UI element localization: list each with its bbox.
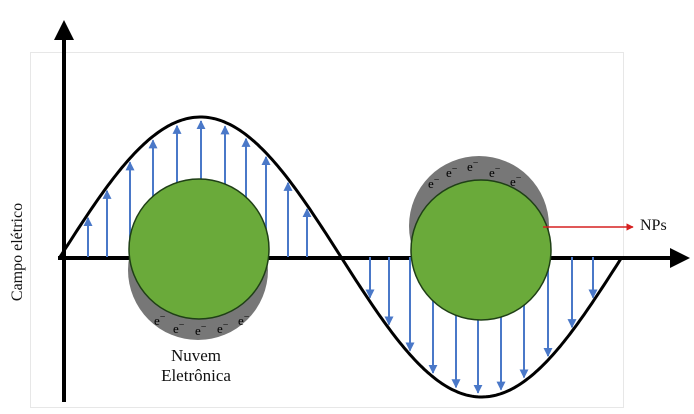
diagram-frame <box>30 52 624 408</box>
nanoparticle-right <box>410 179 552 321</box>
electron-mark: e− <box>489 164 501 180</box>
electron-mark: e− <box>238 312 250 328</box>
nanoparticle-left <box>128 178 270 320</box>
particle-right: e− e− e− e− e− <box>409 156 552 321</box>
electron-cloud-label: Nuvem Eletrônica <box>141 346 251 386</box>
particle-left: e− e− e− e− e− <box>128 178 270 340</box>
nps-label: NPs <box>640 217 667 234</box>
electron-marks-right: e− e− e− e− e− <box>428 158 522 191</box>
electron-marks-left: e− e− e− e− e− <box>154 312 250 338</box>
electron-mark: e− <box>195 322 207 338</box>
electron-mark: e− <box>154 312 166 328</box>
electron-mark: e− <box>446 164 458 180</box>
electron-mark: e− <box>428 175 440 191</box>
electron-mark: e− <box>173 320 185 336</box>
electron-cloud-label-line1: Nuvem <box>170 346 222 365</box>
electron-mark: e− <box>467 158 479 174</box>
electric-field-wave <box>58 115 624 399</box>
electron-mark: e− <box>510 173 522 189</box>
electron-cloud-label-line2: Eletrônica <box>161 366 231 385</box>
electron-mark: e− <box>217 320 229 336</box>
y-axis-label: Campo elétrico <box>9 202 26 302</box>
